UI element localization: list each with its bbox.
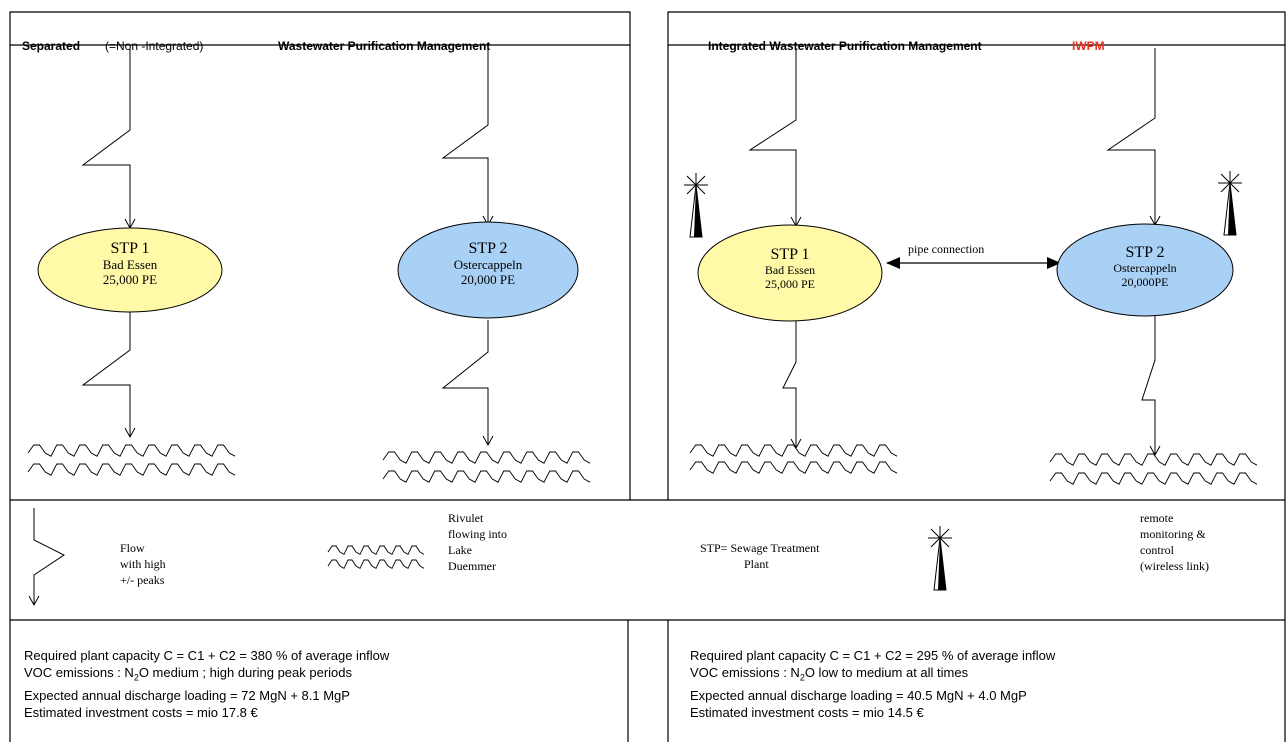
right-stat-voc-a: VOC emissions : N [690,665,800,680]
right-stat-voc-sub: 2 [799,672,805,683]
right-title-main: Integrated Wastewater Purification Manag… [708,39,982,53]
legend-remote-line: monitoring & [1140,527,1206,541]
left-stat-discharge: Expected annual discharge loading = 72 M… [24,687,350,703]
legend-flow-line: with high [120,557,166,571]
left-outflow-1 [81,312,136,439]
left-stat-investment: Estimated investment costs = mio 17.8 € [24,704,258,720]
legend-flow-icon [28,508,65,607]
legend-remote-line: control [1140,543,1174,557]
left-rivulet-wave [382,451,591,464]
left-outflow-2 [441,320,494,447]
right-stat-voc-b: O low to medium at all times [804,665,969,680]
right-rivulet-wave [689,444,898,457]
right-stat-discharge: Expected annual discharge loading = 40.5… [690,687,1027,703]
right-inflow-2 [1106,48,1161,227]
legend-rivulet-line: Duemmer [448,559,496,573]
antenna-icon-right [1218,171,1242,236]
right-title-acronym: IWPM [1072,39,1105,53]
left-stp2-pe: 20,000 PE [460,272,516,288]
legend-flow-text: Flow with high +/- peaks [120,540,166,588]
legend-flow-line: +/- peaks [120,573,165,587]
legend-remote-line: (wireless link) [1140,559,1209,573]
legend-rivulet-icon-wave [327,559,425,570]
right-inflow-1 [748,48,802,228]
left-stp1-name: STP 1 [110,240,150,257]
left-inflow-2 [441,48,494,227]
left-rivulet-wave [27,463,236,476]
legend-remote-line: remote [1140,511,1174,525]
right-rivulet-wave [1049,453,1258,466]
left-stat-voc-a: VOC emissions : N [24,665,134,680]
left-stat-voc-sub: 2 [133,672,139,683]
left-title-main: Wastewater Purification Management [278,39,491,53]
legend-rivulet-icon-wave [327,545,425,556]
right-stp2-name: STP 2 [1125,244,1165,261]
left-stp1-location: Bad Essen [102,257,158,273]
legend-stp-def-line: Plant [744,557,769,571]
left-stp1-pe: 25,000 PE [102,272,158,288]
pipe-connection-label: pipe connection [908,242,985,256]
left-stp1-label: STP 1 Bad Essen 25,000 PE [60,240,200,288]
left-stat-capacity: Required plant capacity C = C1 + C2 = 38… [24,648,390,663]
legend-stp-def-line: STP= Sewage Treatment [700,541,820,555]
left-title-non-integrated: (=Non -Integrated) [105,39,204,53]
right-stp2-label: STP 2 Ostercappeln 20,000PE [1075,244,1215,290]
left-rivulet-wave [382,470,591,483]
right-rivulet-wave [689,461,898,474]
legend-rivulet-text: Rivulet flowing into Lake Duemmer [448,510,507,574]
left-inflow-1 [81,48,136,230]
right-stat-capacity: Required plant capacity C = C1 + C2 = 29… [690,648,1056,663]
left-stat-voc-b: O medium ; high during peak periods [138,665,353,680]
left-stats: Required plant capacity C = C1 + C2 = 38… [24,647,389,721]
legend-stp-definition: STP= Sewage Treatment Plant [700,540,819,572]
left-rivulet-wave [27,444,236,457]
right-stp1-label: STP 1 Bad Essen 25,000 PE [720,246,860,292]
right-stat-voc: VOC emissions : N2O low to medium at all… [690,664,1055,687]
legend-rivulet-line: Rivulet [448,511,484,525]
right-stp1-name: STP 1 [770,246,810,263]
right-stp2-location: Ostercappeln [1113,261,1177,276]
legend-remote-icon [928,526,952,591]
right-stats: Required plant capacity C = C1 + C2 = 29… [690,647,1055,721]
left-stat-voc: VOC emissions : N2O medium ; high during… [24,664,389,687]
left-stp2-name: STP 2 [468,240,508,257]
legend-remote-text: remote monitoring & control (wireless li… [1140,510,1209,574]
legend-rivulet-line: flowing into [448,527,507,541]
right-outflow-1 [782,320,802,450]
right-stat-investment: Estimated investment costs = mio 14.5 € [690,704,924,720]
legend-flow-line: Flow [120,541,145,555]
right-stp1-pe: 25,000 PE [764,277,815,292]
panel-frames [9,11,1286,742]
right-stp1-location: Bad Essen [764,263,816,278]
right-stp2-pe: 20,000PE [1121,275,1169,290]
right-outflow-2 [1141,315,1161,457]
left-stp2-location: Ostercappeln [453,257,523,273]
left-title-separated: Separated [22,39,81,53]
left-stp2-label: STP 2 Ostercappeln 20,000 PE [418,240,558,288]
legend-rivulet-line: Lake [448,543,472,557]
antenna-icon-left [684,173,708,238]
right-rivulet-wave [1049,472,1258,485]
